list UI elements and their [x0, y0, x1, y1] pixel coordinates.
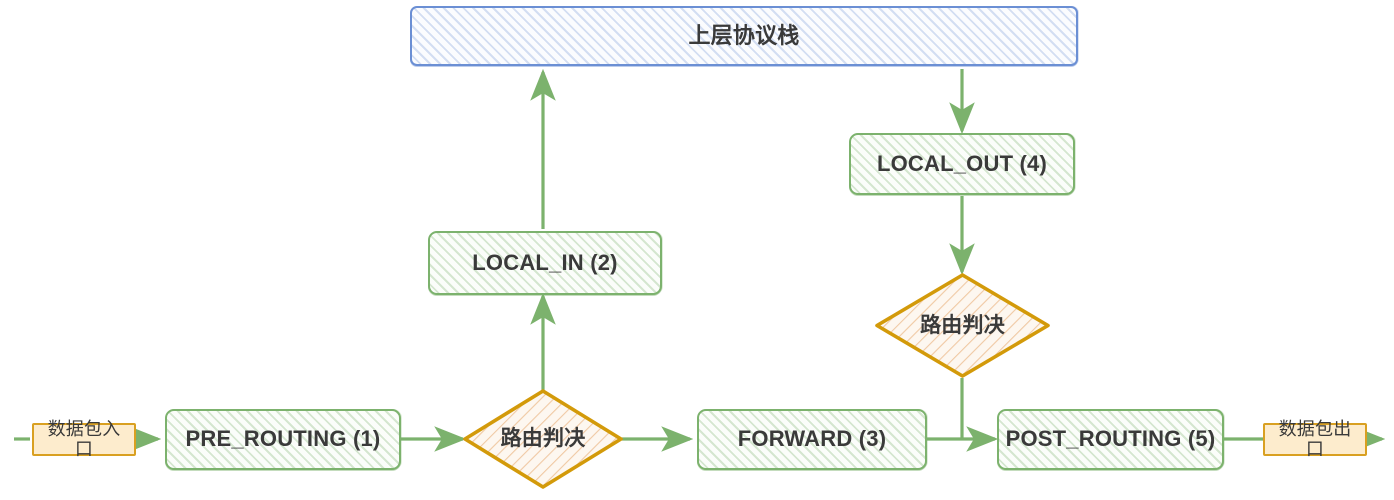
node-route-decision-right[interactable]: 路由判决 [874, 272, 1051, 379]
node-route-decision-left-label: 路由判决 [500, 427, 586, 451]
node-local-in-label: LOCAL_IN (2) [472, 249, 618, 275]
node-upper-stack-label: 上层协议栈 [688, 22, 800, 48]
node-pre-routing[interactable]: PRE_ROUTING (1) [165, 409, 401, 470]
node-upper-stack[interactable]: 上层协议栈 [410, 6, 1078, 66]
tag-packet-in-label: 数据包入口 [47, 418, 121, 459]
node-route-decision-left[interactable]: 路由判决 [462, 388, 624, 490]
tag-packet-in[interactable]: 数据包入口 [32, 419, 136, 458]
node-local-in[interactable]: LOCAL_IN (2) [428, 231, 662, 295]
diamond-shape-right [875, 273, 1050, 378]
node-post-routing[interactable]: POST_ROUTING (5) [997, 409, 1224, 470]
node-route-decision-right-label: 路由判决 [920, 313, 1005, 337]
node-forward-label: FORWARD (3) [737, 426, 887, 452]
tag-packet-out-label: 数据包出口 [1278, 418, 1352, 459]
node-post-routing-label: POST_ROUTING (5) [1005, 426, 1216, 452]
node-local-out[interactable]: LOCAL_OUT (4) [849, 133, 1075, 195]
diamond-shape-left [463, 389, 623, 489]
node-local-out-label: LOCAL_OUT (4) [876, 150, 1048, 176]
node-forward[interactable]: FORWARD (3) [697, 409, 927, 470]
tag-packet-out[interactable]: 数据包出口 [1263, 419, 1367, 458]
node-pre-routing-label: PRE_ROUTING (1) [185, 426, 381, 452]
